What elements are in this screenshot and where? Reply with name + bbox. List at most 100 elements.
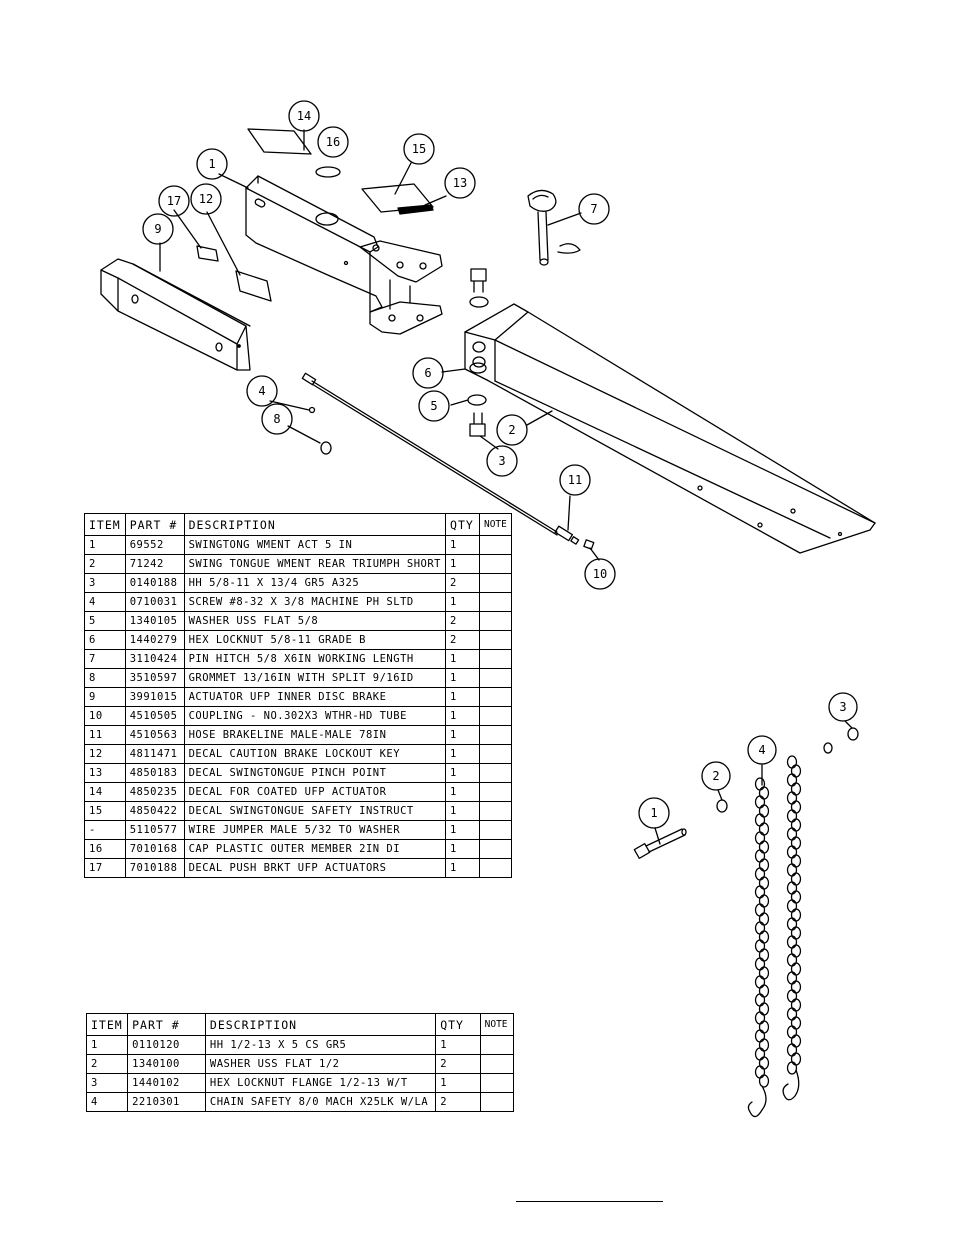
svg-text:14: 14 [297, 109, 311, 123]
actuator-9 [100, 258, 251, 371]
svg-text:17: 17 [167, 194, 181, 208]
chain-link [758, 876, 770, 890]
locknut-3-chain [847, 727, 859, 741]
chain-link [754, 849, 766, 863]
cell-qty: 1 [445, 801, 480, 821]
cell-qty: 1 [445, 839, 480, 859]
decal-12 [235, 270, 272, 302]
cell-part: 4811471 [124, 744, 185, 764]
chain-link [786, 845, 798, 859]
brake-hose-11 [301, 372, 580, 545]
chain-link [790, 962, 802, 976]
cell-part: 3991015 [124, 687, 185, 707]
cell-note [478, 592, 513, 612]
chain-link [754, 867, 766, 881]
cell-part: 7010168 [124, 839, 185, 859]
chain-link [786, 1043, 798, 1057]
chain-link [758, 1056, 770, 1070]
svg-text:4: 4 [258, 384, 265, 398]
cell-qty: 1 [435, 1073, 481, 1093]
cell-item: 1 [84, 535, 126, 555]
bolt-3-lower [469, 412, 486, 437]
cell-note [478, 782, 513, 802]
cell-note [478, 763, 513, 783]
callout-4: 4 [246, 375, 278, 407]
chain-link [758, 1020, 770, 1034]
col-part: PART # [127, 1013, 206, 1036]
chain-link [790, 854, 802, 868]
cell-part: 2210301 [127, 1092, 206, 1112]
col-qty: QTY [435, 1013, 481, 1036]
chain-link [754, 777, 766, 791]
front-weldment-1 [245, 175, 443, 335]
chain-link [758, 966, 770, 980]
cell-qty: 1 [445, 554, 480, 574]
chain-link [790, 836, 802, 850]
chain-link [790, 764, 802, 778]
cell-part: 0140188 [124, 573, 185, 593]
cell-description: HEX LOCKNUT 5/8-11 GRADE B [183, 630, 447, 650]
chain-link [754, 1047, 766, 1061]
rear-tongue-2 [464, 303, 876, 554]
washer-2b-chain [823, 742, 833, 754]
svg-text:1: 1 [208, 157, 215, 171]
chain-link [758, 1074, 770, 1088]
callout-13: 13 [444, 167, 476, 199]
col-item: ITEM [84, 513, 126, 536]
chain-link [754, 993, 766, 1007]
cell-qty: 1 [445, 668, 480, 688]
svg-text:9: 9 [154, 222, 161, 236]
coupling-10 [583, 539, 595, 550]
svg-text:4: 4 [758, 743, 765, 757]
chain-link [790, 980, 802, 994]
chain-link [786, 971, 798, 985]
chain-link [754, 1029, 766, 1043]
chain-link [754, 939, 766, 953]
cell-qty: 2 [445, 611, 480, 631]
cell-description: SWINGTONG WMENT ACT 5 IN [183, 535, 447, 555]
chain-link [754, 921, 766, 935]
chain-link [754, 903, 766, 917]
cell-note [478, 858, 513, 878]
cell-item: 4 [85, 1092, 129, 1112]
washer-5-lower [467, 394, 487, 406]
callout-15: 15 [403, 133, 435, 165]
cell-description: WASHER USS FLAT 1/2 [204, 1054, 437, 1074]
cell-qty: 1 [435, 1035, 481, 1055]
cell-item: 12 [84, 744, 126, 764]
callout-8: 8 [261, 403, 293, 435]
cell-note [478, 535, 513, 555]
svg-text:2: 2 [508, 423, 515, 437]
svg-text:15: 15 [412, 142, 426, 156]
chain-link [786, 953, 798, 967]
cell-item: - [84, 820, 126, 840]
chain-link [786, 935, 798, 949]
cell-description: CAP PLASTIC OUTER MEMBER 2IN DI [183, 839, 447, 859]
chain-right-4 [786, 755, 802, 1075]
chain-link [754, 813, 766, 827]
svg-text:2: 2 [712, 769, 719, 783]
cell-note [478, 725, 513, 745]
chain-link [758, 930, 770, 944]
col-note: NOTE [479, 1013, 515, 1036]
svg-text:3: 3 [839, 700, 846, 714]
svg-text:3: 3 [498, 454, 505, 468]
cell-part: 4850235 [124, 782, 185, 802]
cell-item: 5 [84, 611, 126, 631]
chain-link [790, 782, 802, 796]
chain-link [790, 800, 802, 814]
svg-text:11: 11 [568, 473, 582, 487]
chain-link [790, 908, 802, 922]
svg-text:5: 5 [430, 399, 437, 413]
